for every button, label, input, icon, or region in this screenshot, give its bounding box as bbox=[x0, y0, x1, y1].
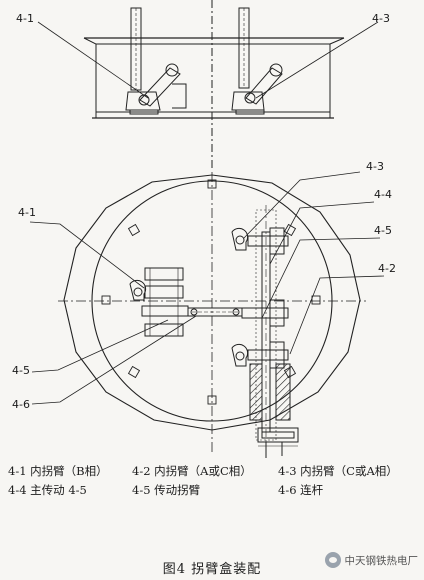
label-4-1-circle: 4-1 bbox=[18, 206, 36, 219]
label-4-1-top: 4-1 bbox=[16, 12, 34, 25]
watermark-text: 中天钢铁热电厂 bbox=[344, 554, 419, 567]
label-4-2-circle: 4-2 bbox=[378, 262, 396, 275]
parts-legend: 4-1 内拐臂（B相） 4-2 内拐臂（A或C相） 4-3 内拐臂（C或A相） … bbox=[8, 462, 418, 500]
legend-row-2: 4-4 主传动 4-5 4-5 传动拐臂 4-6 连杆 bbox=[8, 481, 418, 500]
circular-plan-view bbox=[58, 172, 366, 458]
label-4-4-circle: 4-4 bbox=[374, 188, 392, 201]
legend-row-1: 4-1 内拐臂（B相） 4-2 内拐臂（A或C相） 4-3 内拐臂（C或A相） bbox=[8, 462, 418, 481]
legend-item-4-5: 4-5 传动拐臂 bbox=[132, 483, 201, 497]
figure-caption: 图4 拐臂盒装配 bbox=[162, 562, 262, 577]
legend-item-4-2: 4-2 内拐臂（A或C相） bbox=[132, 464, 252, 478]
legend-item-4-4: 4-4 主传动 4-5 bbox=[8, 483, 87, 497]
top-section-view bbox=[83, 0, 345, 170]
watermark: 中天钢铁热电厂 bbox=[324, 552, 419, 568]
label-4-6-circle: 4-6 bbox=[12, 398, 30, 411]
label-4-5-circle-right: 4-5 bbox=[374, 224, 392, 237]
wechat-watermark-icon bbox=[324, 552, 341, 568]
label-4-3-circle: 4-3 bbox=[366, 160, 384, 173]
legend-item-4-1: 4-1 内拐臂（B相） bbox=[8, 464, 108, 478]
label-4-3-top: 4-3 bbox=[372, 12, 390, 25]
legend-item-4-3: 4-3 内拐臂（C或A相） bbox=[278, 464, 398, 478]
legend-item-4-6: 4-6 连杆 bbox=[278, 483, 324, 497]
label-4-5-circle-left: 4-5 bbox=[12, 364, 30, 377]
